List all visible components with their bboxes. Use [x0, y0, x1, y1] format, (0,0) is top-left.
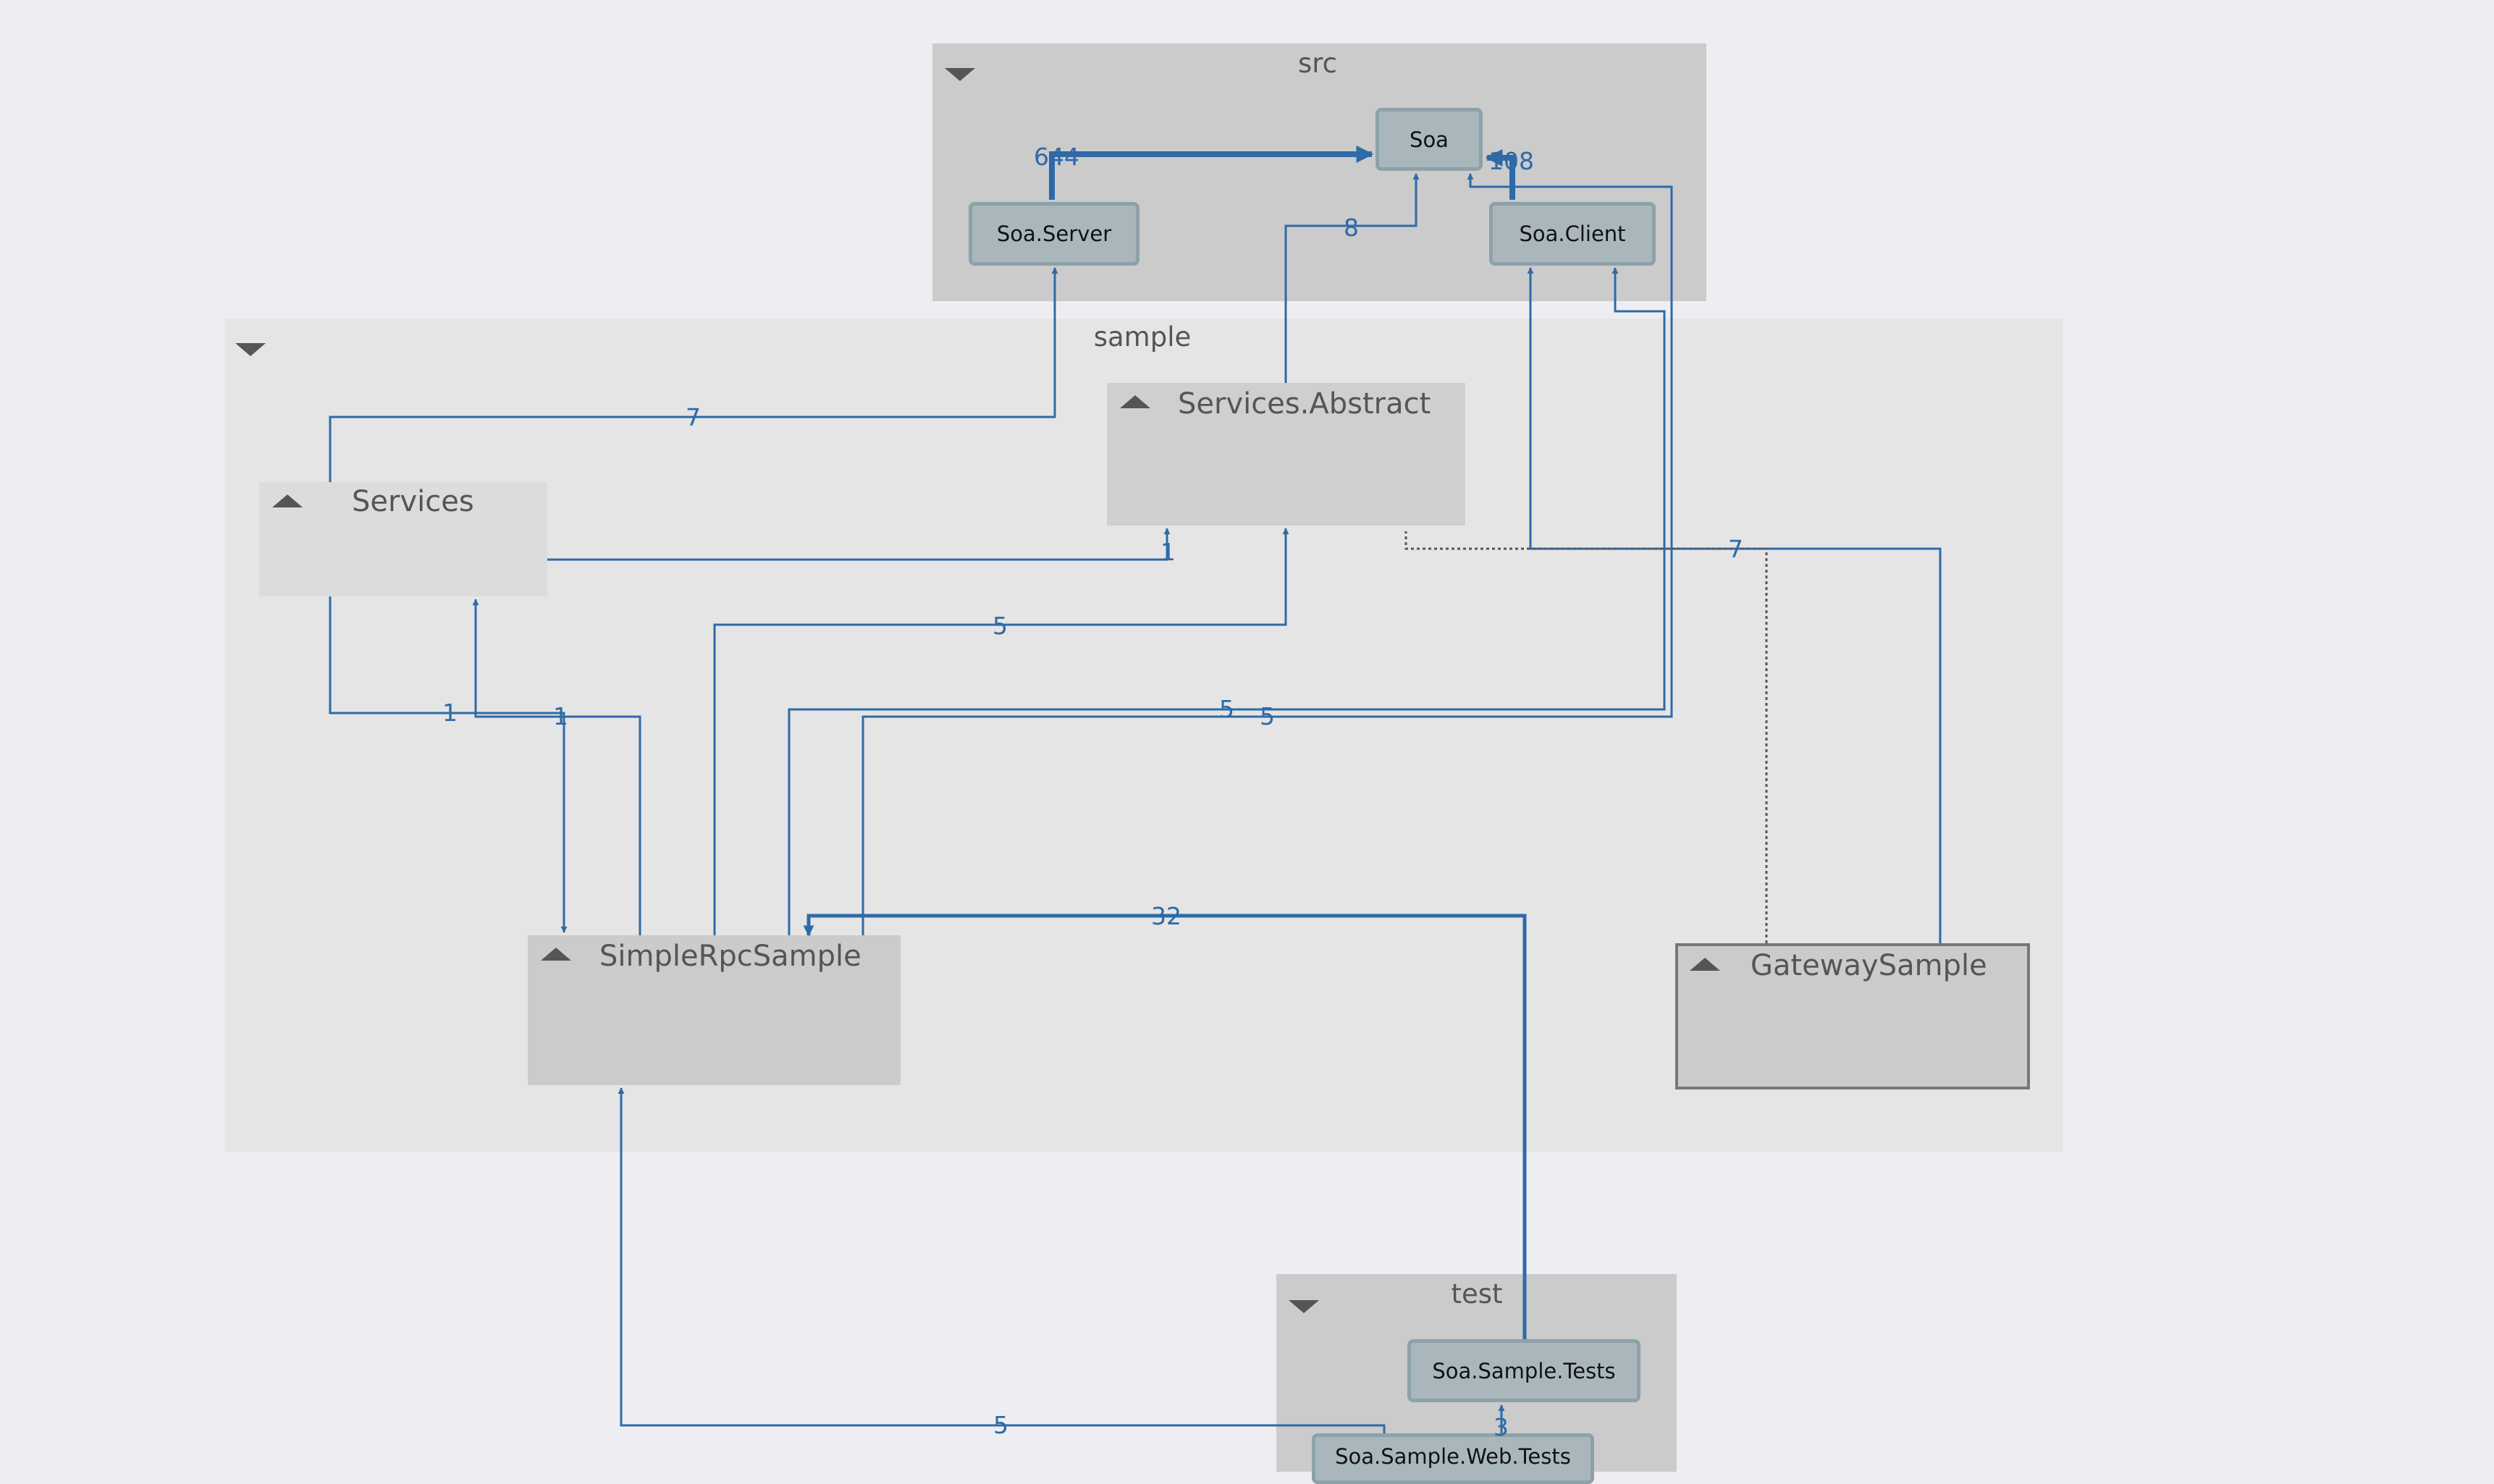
label-simple-to-services: 1	[553, 702, 568, 730]
label-services-to-server: 7	[686, 403, 701, 431]
expand-simple-rpc-sample-icon[interactable]	[541, 948, 571, 961]
edge-simple-to-soa	[861, 173, 1673, 935]
label-services-to-simple: 1	[442, 699, 458, 727]
edge-webtests-to-simple	[618, 1087, 1386, 1433]
node-soa-server[interactable]: Soa.Server	[969, 202, 1139, 266]
edge-abstract-to-soa	[1284, 173, 1420, 383]
node-soa-client[interactable]: Soa.Client	[1489, 202, 1656, 266]
edge-gateway-to-client	[1527, 267, 1942, 943]
services-title: Services	[352, 485, 474, 518]
edge-services-to-simple	[329, 596, 568, 933]
label-simple-to-abstract: 5	[993, 612, 1008, 640]
expand-gateway-sample-icon[interactable]	[1690, 958, 1720, 971]
label-webtests-to-tests: 3	[1494, 1413, 1509, 1441]
group-sample-title: sample	[1093, 321, 1192, 353]
label-tests-to-simple: 32	[1151, 902, 1181, 930]
group-src-title: src	[1297, 48, 1338, 79]
edge-gateway-to-abstract	[1404, 531, 1768, 943]
label-server-to-soa: 644	[1034, 143, 1079, 171]
edge-tests-to-simple	[803, 914, 1527, 1339]
label-client-to-soa: 108	[1488, 147, 1534, 175]
label-gateway-to-client: 7	[1728, 535, 1743, 563]
edge-services-to-server	[329, 267, 1058, 482]
simple-rpc-sample-title: SimpleRpcSample	[599, 940, 861, 973]
node-soa-sample-tests[interactable]: Soa.Sample.Tests	[1407, 1339, 1640, 1402]
edge-simple-to-abstract	[713, 528, 1289, 935]
label-simple-to-soa-2: 5	[1260, 702, 1275, 730]
edge-server-to-soa	[1049, 146, 1374, 200]
edge-services-to-abstract	[547, 528, 1171, 561]
expand-services-icon[interactable]	[272, 494, 303, 507]
edge-simple-to-client	[788, 267, 1666, 935]
node-soa[interactable]: Soa	[1376, 108, 1483, 171]
collapse-sample-icon[interactable]	[235, 343, 266, 356]
container-gateway-sample[interactable]: GatewaySample	[1675, 943, 2030, 1089]
gateway-sample-title: GatewaySample	[1751, 949, 1987, 982]
collapse-src-icon[interactable]	[945, 68, 975, 81]
label-abstract-to-soa: 8	[1344, 214, 1359, 242]
edge-simple-to-services	[472, 599, 641, 935]
container-services[interactable]: Services	[259, 482, 547, 596]
label-services-to-abstract: 1	[1160, 538, 1176, 566]
label-simple-to-soa-1: 5	[1219, 695, 1234, 723]
services-abstract-title: Services.Abstract	[1178, 387, 1431, 421]
label-webtests-to-simple: 5	[993, 1411, 1008, 1439]
group-test-title: test	[1451, 1278, 1503, 1310]
expand-services-abstract-icon[interactable]	[1120, 395, 1150, 408]
container-simple-rpc-sample[interactable]: SimpleRpcSample	[528, 935, 901, 1085]
collapse-test-icon[interactable]	[1289, 1300, 1319, 1313]
container-services-abstract[interactable]: Services.Abstract	[1107, 383, 1465, 526]
